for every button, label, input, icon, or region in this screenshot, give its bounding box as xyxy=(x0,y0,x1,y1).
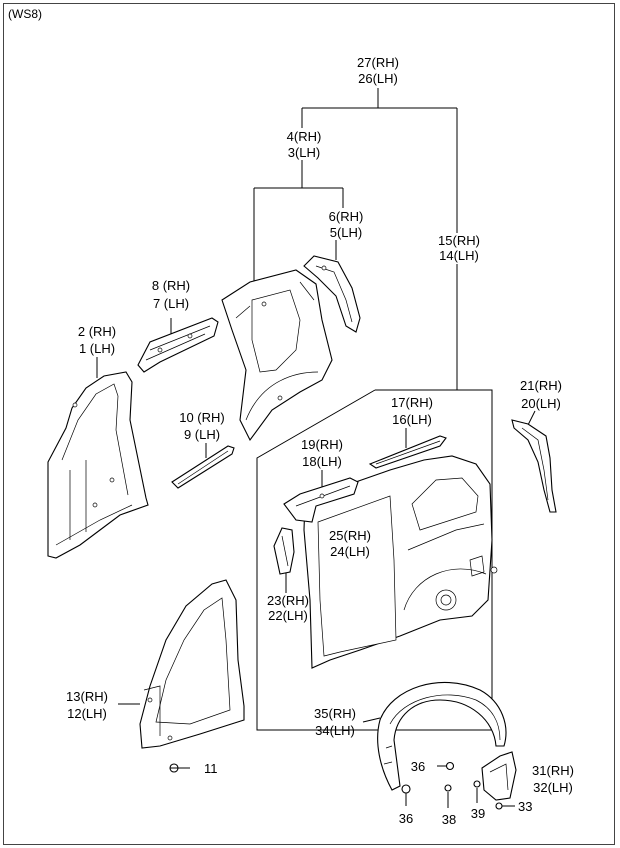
quarter-inner-panel xyxy=(221,269,333,442)
callout-27: 27(RH) xyxy=(357,55,399,70)
callout-39: 39 xyxy=(471,806,485,821)
callout-23: 23(RH) xyxy=(267,593,309,608)
callout-31: 31(RH) xyxy=(532,763,574,778)
callout-19: 19(RH) xyxy=(301,437,343,452)
callout-32: 32(LH) xyxy=(533,780,573,795)
rear-pillar-inner xyxy=(303,255,361,333)
wheel-house-liner xyxy=(377,682,507,791)
callout-25: 25(RH) xyxy=(329,528,371,543)
callout-24: 24(LH) xyxy=(330,544,370,559)
callout-15: 15(RH) xyxy=(438,233,480,248)
callout-10: 10 (RH) xyxy=(179,410,225,425)
callout-9: 9 (LH) xyxy=(184,427,220,442)
callout-1: 1 (LH) xyxy=(79,341,115,356)
callout-36-lower: 36 xyxy=(399,811,413,826)
callout-35: 35(RH) xyxy=(314,706,356,721)
callout-7: 7 (LH) xyxy=(153,296,189,311)
callout-16: 16(LH) xyxy=(392,412,432,427)
callout-14: 14(LH) xyxy=(439,248,479,263)
callout-11: 11 xyxy=(204,761,218,776)
callout-38: 38 xyxy=(442,812,456,827)
side-sill-strip xyxy=(171,445,235,489)
callout-5: 5(LH) xyxy=(330,225,363,240)
callout-18: 18(LH) xyxy=(302,454,342,469)
rear-pillar-extension xyxy=(511,419,557,513)
quarter-bracket xyxy=(273,527,295,575)
callout-34: 34(LH) xyxy=(315,723,355,738)
mud-guard xyxy=(481,751,517,801)
callout-3: 3(LH) xyxy=(288,145,321,160)
roof-rail-reinforcement xyxy=(137,317,219,373)
quarter-outer-panel xyxy=(303,455,498,669)
fasteners xyxy=(169,761,503,810)
front-pillar-inner xyxy=(139,579,245,749)
callout-33: 33 xyxy=(518,799,532,814)
callout-6: 6(RH) xyxy=(329,209,364,224)
callout-labels: 27(RH) 26(LH) 4(RH) 3(LH) 6(RH) 5(LH) 15… xyxy=(66,55,574,827)
callout-2: 2 (RH) xyxy=(78,324,116,339)
callout-26: 26(LH) xyxy=(358,71,398,86)
callout-22: 22(LH) xyxy=(268,608,308,623)
callout-36-upper: 36 xyxy=(411,759,425,774)
callout-8: 8 (RH) xyxy=(152,278,190,293)
callout-17: 17(RH) xyxy=(391,395,433,410)
roof-side-rail xyxy=(368,435,447,469)
pillar-reinforcement xyxy=(283,477,359,523)
model-code: (WS8) xyxy=(8,7,42,21)
callout-21: 21(RH) xyxy=(520,378,562,393)
callout-4: 4(RH) xyxy=(287,129,322,144)
callout-13: 13(RH) xyxy=(66,689,108,704)
callout-12: 12(LH) xyxy=(67,706,107,721)
callout-20: 20(LH) xyxy=(521,396,561,411)
front-pillar-outer-panel xyxy=(47,371,149,559)
diagram-frame xyxy=(3,3,615,845)
